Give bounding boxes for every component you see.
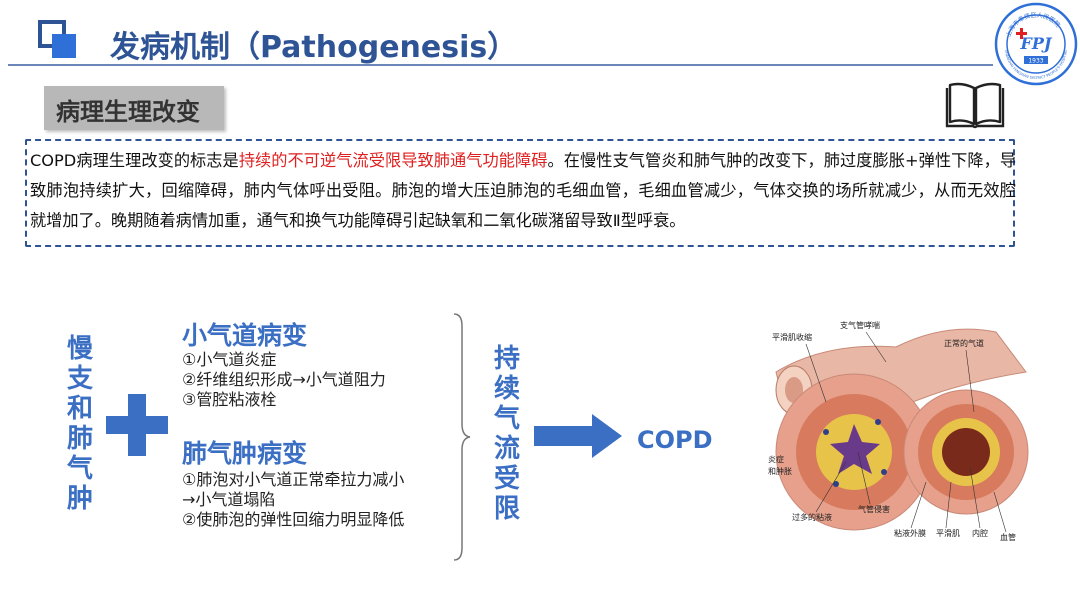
cause-char: 肺 [66,424,93,454]
label-smooth-contraction: 平滑肌收缩 [772,332,812,342]
cause-char: 慢 [66,334,93,364]
label-smooth-muscle: 平滑肌 [936,528,960,538]
summary-rest: 。在慢性支气管炎和肺气肿的改变下，肺过度膨胀+弹性下降，导致肺泡持续扩大，回缩障… [30,151,1017,230]
outcome-label: COPD [637,426,713,454]
result-char: 续 [493,374,520,404]
label-excess-mucus: 过多的粘液 [792,512,832,522]
result-char: 受 [493,464,520,494]
list-item: ①小气道炎症 [182,350,277,369]
plus-icon [106,394,168,456]
label-swelling: 和肿胀 [768,466,792,476]
label-lumen: 内腔 [972,528,988,538]
summary-prefix: COPD病理生理改变的标志是 [30,151,239,170]
result-vertical-label: 持 续 气 流 受 限 [487,344,527,524]
section-label-background [44,86,224,130]
cause-char: 肿 [66,484,93,514]
cause-char: 支 [66,364,93,394]
summary-highlight: 持续的不可逆气流受限导致肺通气功能障碍 [238,151,548,170]
logo-square-fill-icon [52,34,76,58]
list-item: →小气道塌陷 [182,490,276,509]
emphysema-list: ①肺泡对小气道正常牵拉力减小 →小气道塌陷 ②使肺泡的弹性回缩力明显降低 [182,470,404,530]
small-airway-heading: 小气道病变 [182,321,308,350]
result-char: 持 [493,344,520,374]
section-label: 病理生理改变 [56,98,200,126]
page-title: 发病机制（Pathogenesis） [110,30,518,65]
result-char: 流 [493,434,520,464]
label-inflammation: 炎症 [768,454,784,464]
summary-paragraph: COPD病理生理改变的标志是持续的不可逆气流受限导致肺通气功能障碍。在慢性支气管… [30,146,1016,236]
cause-char: 气 [66,454,93,484]
small-airway-list: ①小气道炎症 ②纤维组织形成→小气道阻力 ③管腔粘液栓 [182,350,386,410]
open-book-icon [945,82,1005,129]
cause-vertical-label: 慢 支 和 肺 气 肿 [60,334,100,514]
title-divider [8,64,993,66]
hospital-seal-logo: 上海市奉贤区人民医院 SHANGHAI FENGXIAN DISTRICT PE… [994,2,1078,86]
airway-cross-section-illustration: 平滑肌收缩 支气管哮喘 正常的气道 炎症 和肿胀 过多的粘液 气管侵害 粘液外膜… [768,320,1029,542]
label-blood-vessel: 血管 [1000,532,1016,542]
seal-monogram: FPJ [1020,34,1053,53]
list-item: ③管腔粘液栓 [182,390,277,409]
emphysema-heading: 肺气肿病变 [182,439,308,468]
result-char: 限 [493,494,520,524]
list-item: ②使肺泡的弹性回缩力明显降低 [182,510,405,529]
arrow-right-icon [534,414,622,458]
right-brace-icon [453,313,471,561]
label-normal-airway: 正常的气道 [944,338,984,348]
label-bronchospasm: 支气管哮喘 [840,320,880,330]
result-char: 气 [493,404,520,434]
summary-dashed-box [25,139,1015,247]
label-mucosa-layer: 粘液外膜 [894,528,926,538]
list-item: ①肺泡对小气道正常牵拉力减小 [182,470,405,489]
cause-char: 和 [66,394,93,424]
seal-year: 1933 [1028,58,1043,65]
list-item: ②纤维组织形成→小气道阻力 [182,370,386,389]
label-airway-narrow: 气管侵害 [858,504,890,514]
